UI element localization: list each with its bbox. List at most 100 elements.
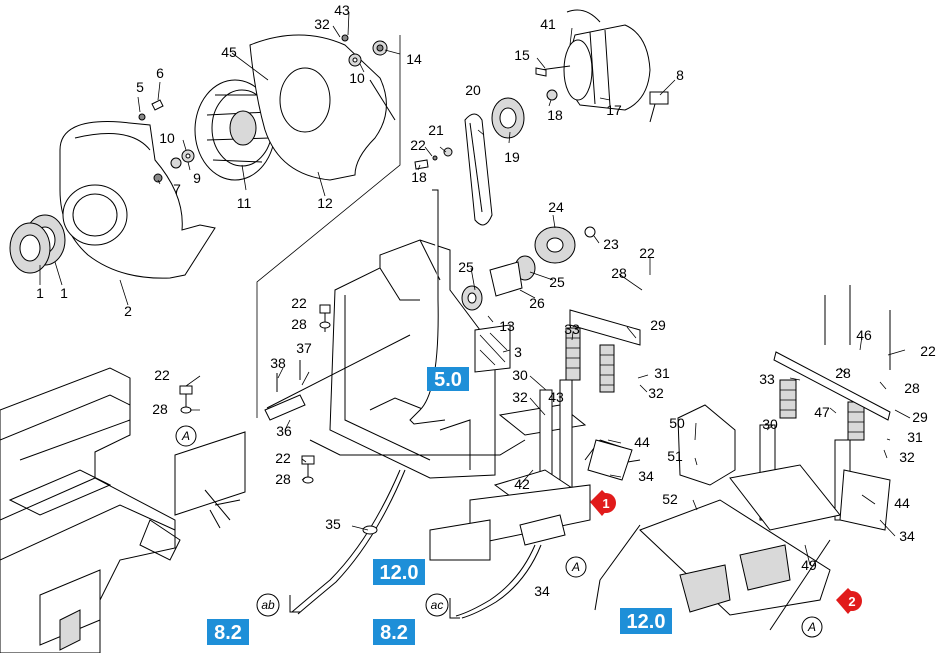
part-label: 29 [912,409,928,425]
part-label: 28 [904,380,920,396]
part-label: 34 [534,583,550,599]
fan-housing [59,121,216,279]
part-label: 34 [899,528,915,544]
part-label: 28 [291,316,307,332]
part-label: 38 [270,355,286,371]
circle-ref-a-2-text: A [571,560,580,574]
part-label: 33 [564,321,580,337]
section-ref-12-0-right[interactable] [620,608,672,634]
cover-hardware [341,34,388,67]
circle-ref-ac-text: ac [431,598,444,612]
part-label: 15 [514,47,530,63]
part-label: 18 [411,169,427,185]
small-hardware-21-22 [414,147,453,170]
section-ref-8-2-left[interactable] [207,619,249,645]
spring-assembly-2 [594,285,891,631]
part-label: 28 [835,365,851,381]
part-label: 20 [465,82,481,98]
section-ref-8-2-right-text: 8.2 [380,622,408,644]
part-label: 9 [193,170,201,186]
section-ref-5-0-text: 5.0 [434,369,462,391]
part-label: 14 [406,51,422,67]
circle-ref-a-1-text: A [181,429,190,443]
circle-ref-a-3-text: A [807,620,816,634]
part-label: 43 [334,2,350,18]
part-label: 51 [667,448,683,464]
machine-frame [0,367,246,654]
sealing-rings [9,214,66,274]
part-label: 34 [638,468,654,484]
part-label: 22 [275,450,291,466]
section-ref-12-0-right-text: 12.0 [627,611,666,633]
part-label: 31 [654,365,670,381]
part-label: 30 [762,416,778,432]
part-label: 10 [159,130,175,146]
part-label: 41 [540,16,556,32]
part-label: 28 [275,471,291,487]
part-label: 22 [154,367,170,383]
section-ref-5-0[interactable] [427,367,469,391]
callout-2-text: 2 [848,594,855,609]
part-label: 28 [152,401,168,417]
circle-ref-a-3 [801,616,823,638]
assembly-box-outline [256,35,401,418]
red-callouts: 1 2 [590,490,862,614]
part-label: 47 [814,404,830,420]
part-label: 35 [325,516,341,532]
main-support-frame [264,189,526,479]
part-label: 7 [173,181,181,197]
part-label: 8 [676,67,684,83]
fan-wheel [194,79,276,181]
part-label: 33 [759,371,775,387]
housing-hardware [138,99,195,183]
part-label: 44 [894,495,910,511]
part-label: 23 [603,236,619,252]
part-label: 22 [291,295,307,311]
callout-1 [596,493,616,513]
part-label: 32 [899,449,915,465]
part-label: 43 [548,389,564,405]
part-label: 24 [548,199,564,215]
section-ref-12-0-left[interactable] [373,559,425,585]
part-label: 37 [296,340,312,356]
part-label: 32 [648,385,664,401]
fan-cover [249,34,396,181]
part-label: 17 [606,102,622,118]
part-label: 22 [639,245,655,261]
section-ref-8-2-right[interactable] [373,619,415,645]
part-label: 3 [514,344,522,360]
circle-ref-ac [425,593,449,617]
drive-belt [464,113,493,226]
control-cables [289,469,542,619]
part-label: 50 [669,415,685,431]
part-label: 12 [317,195,333,211]
part-label: 49 [801,557,817,573]
circle-ref-a-1 [175,425,197,447]
part-number-labels: 1 1 2 5 6 10 9 7 11 12 45 32 43 10 14 20… [36,2,936,599]
part-label: 45 [221,44,237,60]
part-label: 22 [410,137,426,153]
callout-1-text: 1 [602,496,609,511]
part-label: 30 [512,367,528,383]
motor-17 [539,9,669,123]
leader-lines [39,11,911,566]
part-label: 21 [428,122,444,138]
bolts-left [179,304,331,484]
part-label: 1 [36,285,44,301]
part-label: 10 [349,70,365,86]
part-label: 52 [662,491,678,507]
motor-hardware [535,67,558,101]
part-label: 32 [512,389,528,405]
part-label: 1 [60,285,68,301]
spring-assembly-1 [429,309,641,561]
part-label: 6 [156,65,164,81]
part-label: 29 [650,317,666,333]
part-label: 28 [611,265,627,281]
circle-ref-a-2 [565,556,587,578]
part-label: 18 [547,107,563,123]
circle-ref-ab-text: ab [261,598,275,612]
cover-plate-3 [474,324,511,373]
part-label: 13 [499,318,515,334]
